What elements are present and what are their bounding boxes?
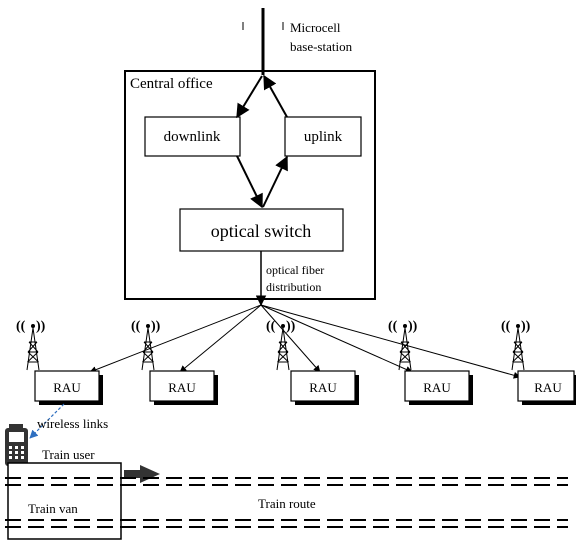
feed-to-downlink-arrow — [236, 75, 263, 119]
fanout-line-4 — [260, 304, 413, 373]
svg-text:((: (( — [501, 319, 511, 334]
wireless-link-arrow — [29, 403, 65, 439]
central-office-title: Central office — [130, 76, 213, 92]
svg-text:((: (( — [266, 319, 276, 334]
rau-unit: RAU — [34, 370, 103, 405]
switch-to-uplink-arrow — [262, 155, 288, 208]
antenna-icon: (( )) — [266, 319, 296, 371]
rau-unit: RAU — [517, 370, 576, 405]
uplink-to-feed-arrow — [263, 74, 288, 118]
svg-text:)): )) — [408, 319, 418, 334]
rau-label: RAU — [168, 380, 196, 395]
rau-label: RAU — [309, 380, 337, 395]
train-route-label: Train route — [258, 496, 316, 511]
svg-text:((: (( — [388, 319, 398, 334]
rau-label: RAU — [534, 380, 562, 395]
svg-text:((: (( — [131, 319, 141, 334]
phone-icon — [5, 424, 28, 466]
antenna-icon: (( )) — [388, 319, 418, 371]
rau-label: RAU — [53, 380, 81, 395]
base-station-label-2: base-station — [290, 39, 353, 54]
fanout-line-5 — [260, 304, 521, 379]
rau-unit: RAU — [149, 370, 218, 405]
uplink-label: uplink — [304, 129, 343, 145]
antenna-icon: (( )) — [16, 319, 46, 371]
rau-unit: RAU — [290, 370, 359, 405]
wireless-links-label: wireless links — [37, 416, 108, 431]
optical-switch-box — [179, 208, 344, 252]
train-user-label: Train user — [42, 447, 95, 462]
fiber-fanout — [89, 304, 521, 379]
rau-label: RAU — [423, 380, 451, 395]
fanout-line-2 — [179, 304, 262, 373]
downlink-label: downlink — [164, 129, 221, 145]
svg-text:)): )) — [521, 319, 531, 334]
fanout-line-3 — [260, 304, 321, 373]
train-route-rails — [5, 477, 568, 528]
train-van-label: Train van — [28, 501, 78, 516]
fiber-label-1: optical fiber — [266, 263, 324, 277]
fiber-label-2: distribution — [266, 280, 321, 294]
svg-text:)): )) — [36, 319, 46, 334]
rau-unit: RAU — [404, 370, 473, 405]
optical-switch-label: optical switch — [211, 221, 311, 241]
antenna-icon: (( )) — [131, 319, 161, 371]
svg-text:)): )) — [286, 319, 296, 334]
central-office-box — [124, 70, 376, 300]
antenna-icon: (( )) — [501, 319, 531, 371]
downlink-box — [144, 116, 241, 157]
uplink-box — [284, 116, 362, 157]
svg-text:((: (( — [16, 319, 26, 334]
svg-text:)): )) — [151, 319, 161, 334]
direction-arrow-icon — [124, 465, 160, 483]
fanout-line-1 — [89, 304, 262, 373]
downlink-to-switch-arrow — [236, 155, 263, 209]
base-station-label-1: Microcell — [290, 20, 341, 35]
